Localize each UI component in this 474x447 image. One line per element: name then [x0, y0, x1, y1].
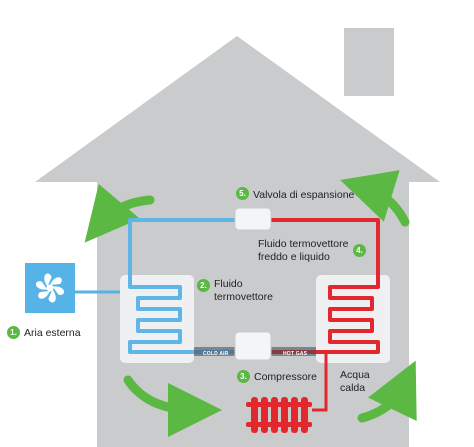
step-badge-2: 2. [197, 279, 210, 292]
hot-water-pipe [312, 354, 328, 412]
cold-pipe-circuit [128, 218, 242, 354]
step-label-4-line1: Fluido termovettore [258, 238, 349, 250]
green-arrow-bottom-right [357, 360, 417, 423]
step-label-3: Compressore [254, 371, 318, 383]
pipe-label-hot: HOT GAS [283, 351, 308, 357]
step-label-2-line1: Fluido [214, 278, 243, 290]
step-label-5: Valvola di espansione [253, 189, 355, 201]
step-label-4-line2: freddo e liquido [258, 251, 330, 263]
green-arrow-top-left [84, 183, 155, 243]
green-arrow-top-right [340, 170, 410, 227]
water-label-line1: Acqua [340, 369, 370, 381]
step-badge-1: 1. [7, 326, 20, 339]
fan-icon [36, 273, 64, 303]
water-label-line2: calda [340, 382, 366, 394]
radiator-icon [246, 397, 312, 433]
pipe-label-cold: COLD AIR [203, 351, 229, 357]
step-label-2-line2: termovettore [214, 291, 273, 303]
house-roof [35, 36, 440, 182]
compressor [234, 331, 272, 361]
expansion-valve [234, 207, 272, 231]
hot-pipe-circuit [262, 218, 380, 354]
chimney [344, 28, 394, 96]
green-arrow-bottom-left [123, 375, 222, 437]
step-badge-3: 3. [237, 370, 250, 383]
step-label-1: Aria esterna [24, 327, 81, 339]
step-badge-4: 4. [353, 244, 366, 257]
step-badge-5: 5. [236, 187, 249, 200]
